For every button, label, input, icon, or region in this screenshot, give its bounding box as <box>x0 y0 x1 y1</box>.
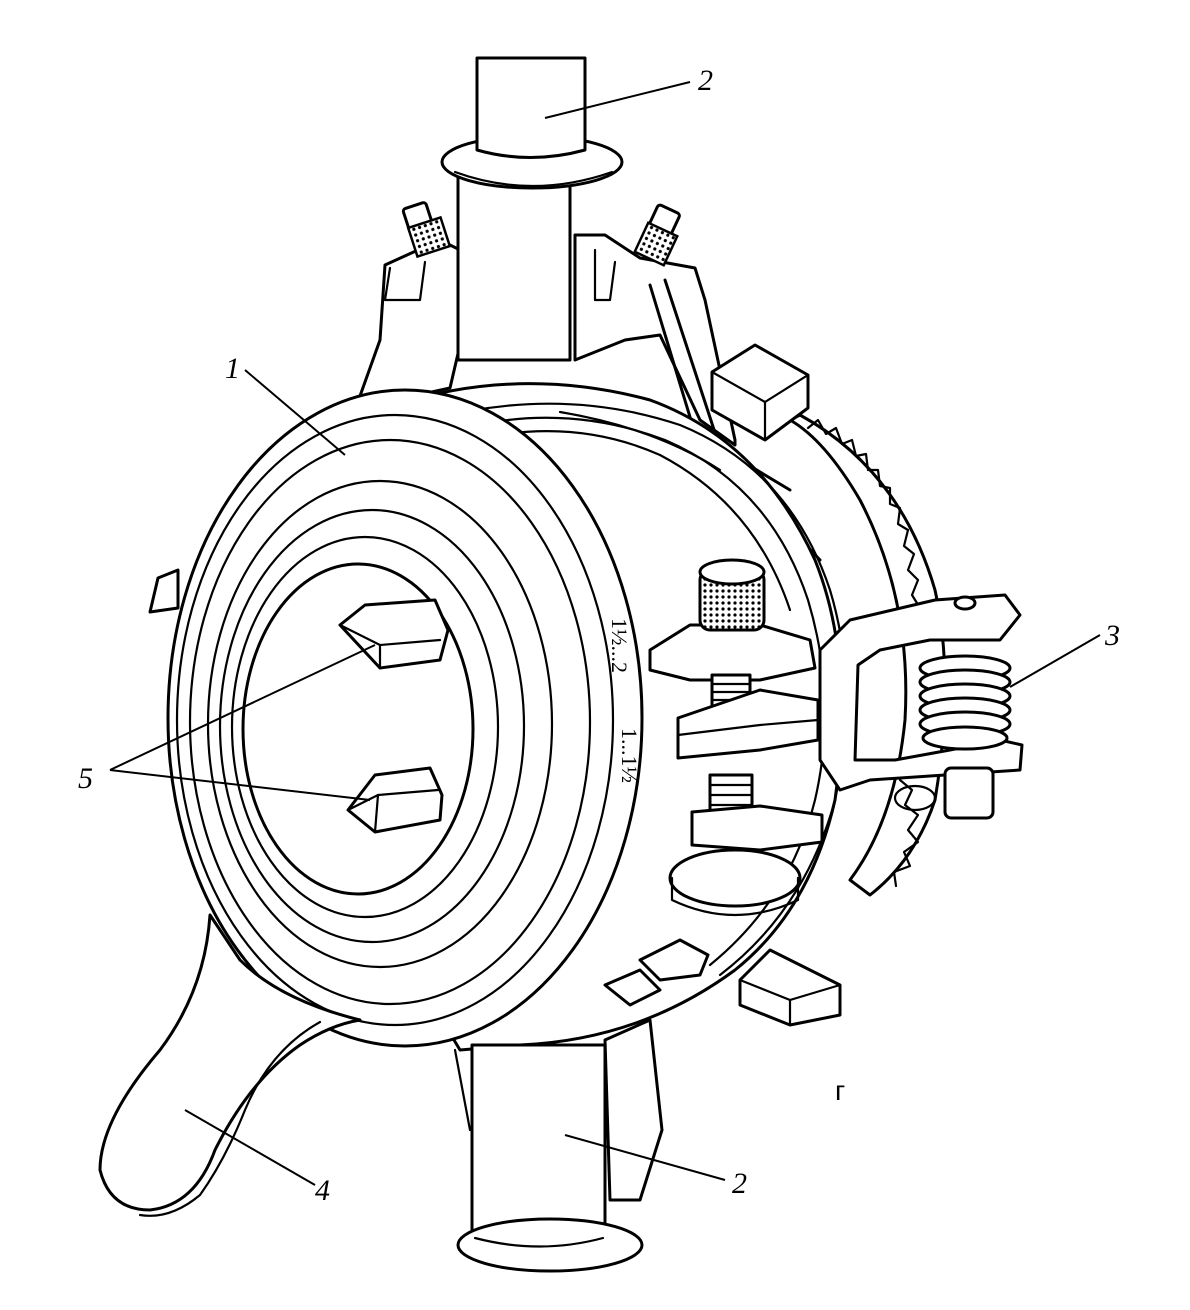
clamp-block-top <box>710 343 810 442</box>
die-lower <box>346 766 444 834</box>
callout-5: 5 <box>78 762 93 795</box>
die-upper <box>338 598 450 670</box>
handle-lever <box>98 913 362 1217</box>
clamp-block-bottom <box>603 938 842 1027</box>
top-shank-tube <box>440 56 624 362</box>
die-head-face <box>166 388 644 1048</box>
callout-1: 1 <box>225 352 240 385</box>
callout-2-bottom: 2 <box>732 1167 747 1200</box>
spring-pawl-assembly <box>818 593 1024 820</box>
scale-mark-upper: 1½...2 <box>607 618 632 673</box>
callout-2-top: 2 <box>698 64 713 97</box>
bottom-shank-tube <box>453 1018 664 1273</box>
scale-mark-lower: 1...1½ <box>617 728 642 783</box>
corner-letter: г <box>835 1075 845 1106</box>
leader-lines <box>109 81 1101 1186</box>
grease-nipple-left <box>401 201 452 259</box>
callout-3: 3 <box>1104 619 1120 652</box>
left-tab <box>148 568 180 614</box>
grease-nipple-right <box>633 203 681 267</box>
adjusting-screw-assembly <box>648 558 824 917</box>
callout-4: 4 <box>315 1174 330 1207</box>
